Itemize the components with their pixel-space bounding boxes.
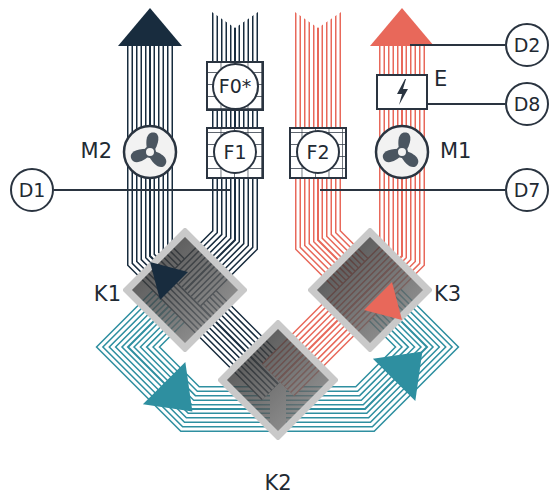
callout-number: D1 bbox=[19, 180, 46, 201]
part-label: M1 bbox=[440, 140, 471, 163]
filter-circle: F2 bbox=[296, 130, 340, 174]
fan-icon bbox=[374, 124, 430, 180]
heat-exchanger: K1 bbox=[123, 228, 247, 352]
filter-circle: F1 bbox=[213, 130, 257, 174]
exchanger-outline bbox=[308, 228, 432, 352]
callout-circle: D7 bbox=[505, 168, 549, 212]
callout-number: F2 bbox=[306, 142, 329, 163]
heater-symbol bbox=[378, 76, 426, 108]
part-label: K2 bbox=[264, 472, 291, 495]
part-label: M2 bbox=[81, 140, 112, 163]
callout-circle: D2 bbox=[505, 23, 549, 67]
callout-number: D7 bbox=[514, 180, 541, 201]
callout-number: D8 bbox=[514, 94, 541, 115]
filter-circle: F0* bbox=[212, 63, 259, 110]
leader-line bbox=[428, 103, 505, 105]
callout-number: D2 bbox=[514, 35, 541, 56]
exchanger-outline bbox=[218, 320, 338, 440]
fan-symbol: M1 bbox=[374, 124, 430, 180]
fan-symbol: M2 bbox=[122, 124, 178, 180]
part-label: K3 bbox=[434, 283, 461, 306]
exchanger-outline bbox=[123, 228, 247, 352]
callout-circle: D8 bbox=[505, 82, 549, 126]
callout-number: F0* bbox=[219, 76, 252, 97]
heat-exchanger: K3 bbox=[308, 228, 432, 352]
duct-arrow-tips bbox=[118, 8, 434, 46]
callout-number: F1 bbox=[223, 142, 246, 163]
heater-box: E bbox=[376, 74, 428, 110]
part-label: K1 bbox=[94, 283, 121, 306]
part-label: E bbox=[434, 68, 447, 91]
flow-arrowhead bbox=[150, 262, 188, 300]
filter-grids bbox=[207, 62, 346, 178]
heat-exchanger: K2 bbox=[218, 320, 338, 440]
flow-arrowhead bbox=[364, 282, 402, 320]
callout-circle: D1 bbox=[10, 168, 54, 212]
leader-lines bbox=[54, 45, 505, 190]
fan-icon bbox=[122, 124, 178, 180]
